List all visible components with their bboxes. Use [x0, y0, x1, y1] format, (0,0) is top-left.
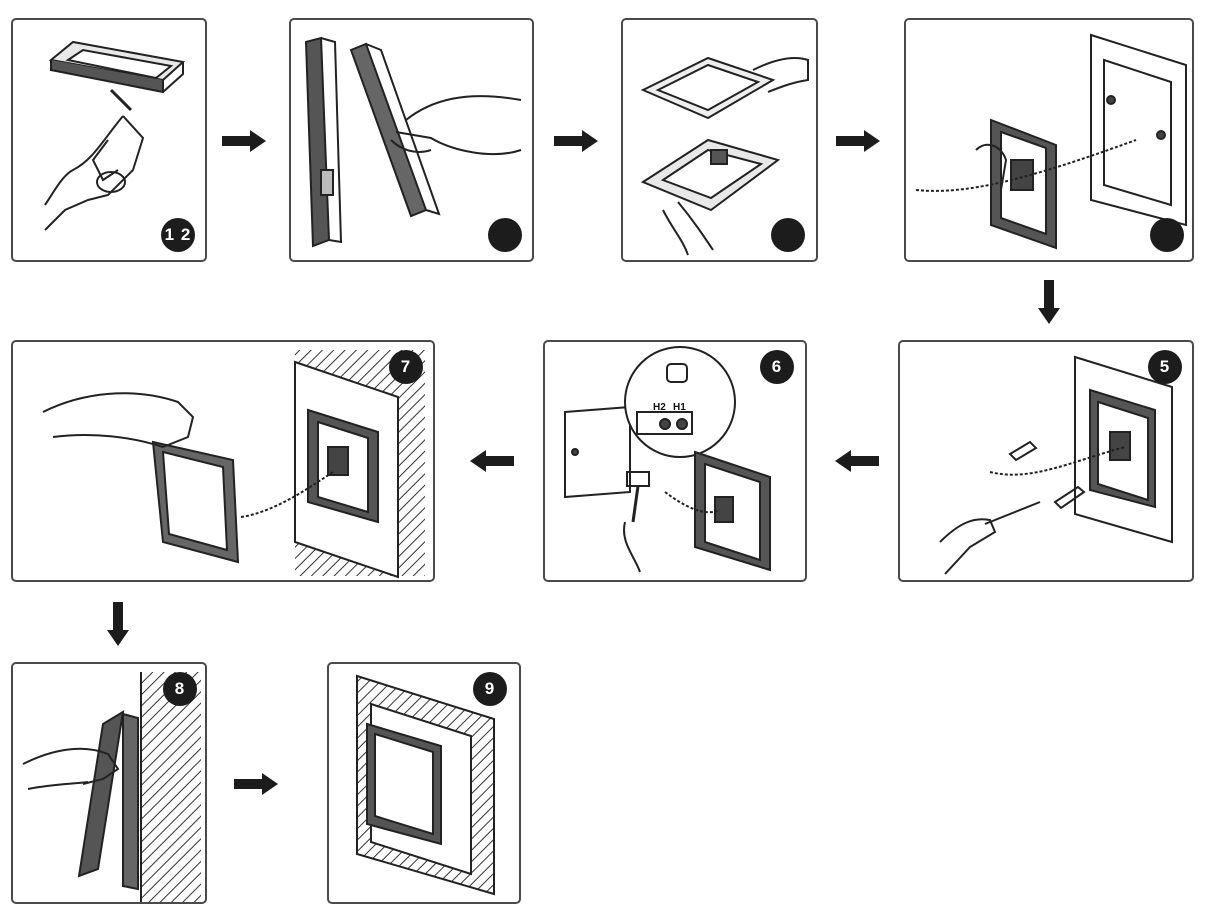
arrow-right-icon: [554, 130, 598, 152]
arrow-down-icon: [107, 602, 129, 646]
step-8-panel: 8: [11, 662, 207, 904]
step-7-badge: 7: [389, 350, 423, 384]
clip-panel-illustration: [22, 672, 201, 902]
step-2-badge: [488, 218, 522, 252]
disassemble-frame-illustration: [640, 56, 809, 256]
step-3-badge: [771, 218, 805, 252]
step-1-panel: 1 2: [11, 18, 207, 262]
arrow-right-icon: [234, 773, 278, 795]
terminal-label-h1: H1: [673, 402, 686, 413]
step-5-badge: 5: [1148, 350, 1182, 384]
remove-front-cover-illustration: [44, 40, 186, 231]
wire-terminals-illustration: H2 H1: [564, 346, 771, 573]
terminal-label-h2: H2: [653, 402, 666, 413]
step-6-panel: H2 H1 6: [543, 340, 807, 582]
arrow-left-icon: [835, 450, 879, 472]
step-3-panel: [621, 18, 818, 262]
separate-panel-illustration: [304, 36, 522, 248]
arrow-right-icon: [222, 130, 266, 152]
step-9-badge: 9: [473, 672, 507, 706]
mount-back-plate-illustration: [915, 33, 1187, 250]
step-8-badge: 8: [163, 672, 197, 706]
arrow-down-icon: [1038, 280, 1060, 324]
screw-plate-illustration: [939, 355, 1173, 575]
step-9-panel: 9: [327, 662, 521, 904]
arrow-right-icon: [836, 130, 880, 152]
arrow-left-icon: [470, 450, 514, 472]
step-6-badge: 6: [760, 350, 794, 384]
step-4-badge: [1150, 218, 1184, 252]
step-7-panel: 7: [11, 340, 435, 582]
step-2-panel: [289, 18, 534, 262]
attach-frame-illustration: [42, 350, 425, 579]
step-5-panel: 5: [898, 340, 1194, 582]
step-4-panel: [904, 18, 1194, 262]
step-1-badge: 1 2: [161, 218, 195, 252]
finished-installation-illustration: [356, 674, 495, 896]
